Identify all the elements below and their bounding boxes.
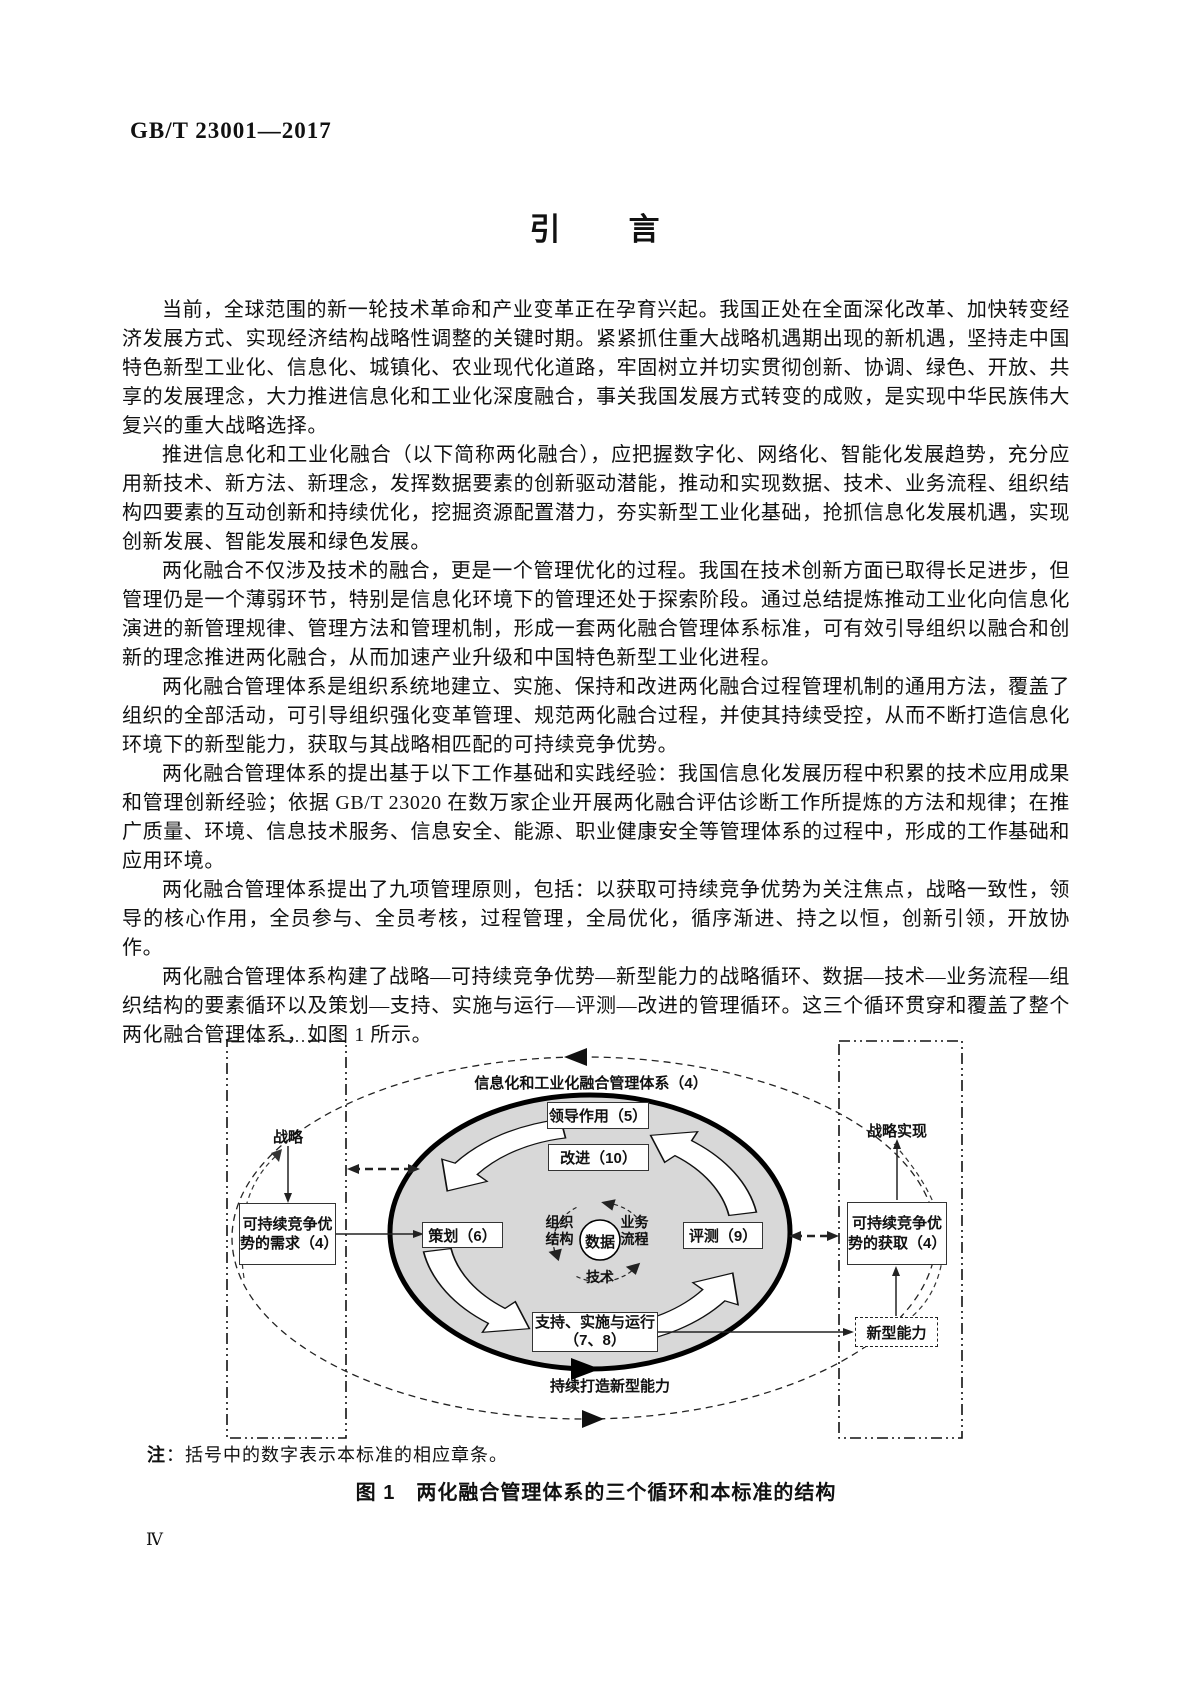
left-boundary-box <box>226 1040 347 1439</box>
support-box: 支持、实施与运行（7、8） <box>532 1312 658 1352</box>
planning-box: 策划（6） <box>422 1222 503 1248</box>
cycle-arrow-top-right-icon <box>649 1131 758 1217</box>
paragraph: 两化融合管理体系提出了九项管理原则，包括：以获取可持续竞争优势为关注焦点，战略一… <box>122 879 1070 959</box>
cycle-arrow-top-left-icon <box>440 1118 567 1192</box>
improvement-box-label: 改进（10） <box>560 1150 637 1167</box>
figure-note-text: ：括号中的数字表示本标准的相应章条。 <box>166 1445 508 1465</box>
page-number: Ⅳ <box>146 1530 163 1549</box>
leadership-box: 领导作用（5） <box>547 1102 649 1129</box>
paragraph: 两化融合管理体系的提出基于以下工作基础和实践经验：我国信息化发展历程中积累的技术… <box>122 763 1070 872</box>
biz-process-label: 业务流程 <box>620 1214 649 1247</box>
outer-cycle-bottom-arrow-icon <box>582 1410 604 1428</box>
improvement-box: 改进（10） <box>548 1144 649 1171</box>
standard-number: GB/T 23001—2017 <box>130 118 332 143</box>
paragraph: 当前，全球范围的新一轮技术革命和产业变革正在孕育兴起。我国正处在全面深化改革、加… <box>122 299 1070 437</box>
demand-box: 可持续竞争优势的需求（4） <box>239 1203 339 1265</box>
cycle-arrow-bottom-left-icon <box>422 1247 531 1333</box>
figure-note-label: 注 <box>147 1445 166 1465</box>
assessment-box-label: 评测（9） <box>688 1228 758 1245</box>
obtain-box: 可持续竞争优势的获取（4） <box>847 1202 947 1265</box>
capability-arrow-icon <box>571 1358 600 1380</box>
new-capability-box-label: 新型能力 <box>866 1324 927 1342</box>
diagram-canvas <box>226 1040 963 1439</box>
data-circle <box>579 1219 621 1261</box>
outer-cycle-top-arrow-icon <box>564 1048 587 1066</box>
technology-label: 技术 <box>586 1269 614 1285</box>
strategy-label: 战略 <box>272 1129 303 1146</box>
new-capability-box: 新型能力 <box>855 1317 938 1347</box>
strategy-realization-label: 战略实现 <box>866 1123 927 1140</box>
paragraph: 两化融合管理体系构建了战略—可持续竞争优势—新型能力的战略循环、数据—技术—业务… <box>122 966 1070 1046</box>
org-structure-label: 组织结构 <box>545 1214 574 1247</box>
strategy-arc-arrow-icon <box>271 1149 282 1162</box>
leadership-box-label: 领导作用（5） <box>548 1108 648 1125</box>
build-capability-label: 持续打造新型能力 <box>549 1378 670 1395</box>
system-label: 信息化和工业化融合管理体系（4） <box>474 1075 708 1092</box>
obtain-box-label: 可持续竞争优势的获取（4） <box>848 1215 947 1252</box>
figure-caption: 图 1 两化融合管理体系的三个循环和本标准的结构 <box>355 1482 837 1504</box>
introduction-text: 当前，全球范围的新一轮技术革命和产业变革正在孕育兴起。我国正处在全面深化改革、加… <box>122 296 1070 1050</box>
planning-box-label: 策划（6） <box>428 1227 497 1245</box>
figure-note: 注：括号中的数字表示本标准的相应章条。 <box>147 1441 508 1467</box>
paragraph: 两化融合管理体系是组织系统地建立、实施、保持和改进两化融合过程管理机制的通用方法… <box>122 676 1070 756</box>
data-label: 数据 <box>584 1234 615 1251</box>
assessment-box: 评测（9） <box>683 1222 763 1249</box>
support-box-label: 支持、实施与运行（7、8） <box>534 1314 655 1349</box>
strategy-cycle-left-arc <box>240 1155 277 1279</box>
figure-1-diagram: 信息化和工业化融合管理体系（4） 战略 战略实现 可持续竞争优势的需求（4） 可… <box>150 1030 1050 1440</box>
demand-box-label: 可持续竞争优势的需求（4） <box>240 1215 339 1253</box>
paragraph: 两化融合不仅涉及技术的融合，更是一个管理优化的过程。我国在技术创新方面已取得长足… <box>122 560 1070 669</box>
right-boundary-box <box>838 1040 963 1439</box>
page-title: 引 言 <box>529 212 662 247</box>
element-cycle-arrows <box>548 1199 648 1283</box>
paragraph: 推进信息化和工业化融合（以下简称两化融合），应把握数字化、网络化、智能化发展趋势… <box>122 444 1070 553</box>
connector-arrows <box>284 1139 901 1336</box>
